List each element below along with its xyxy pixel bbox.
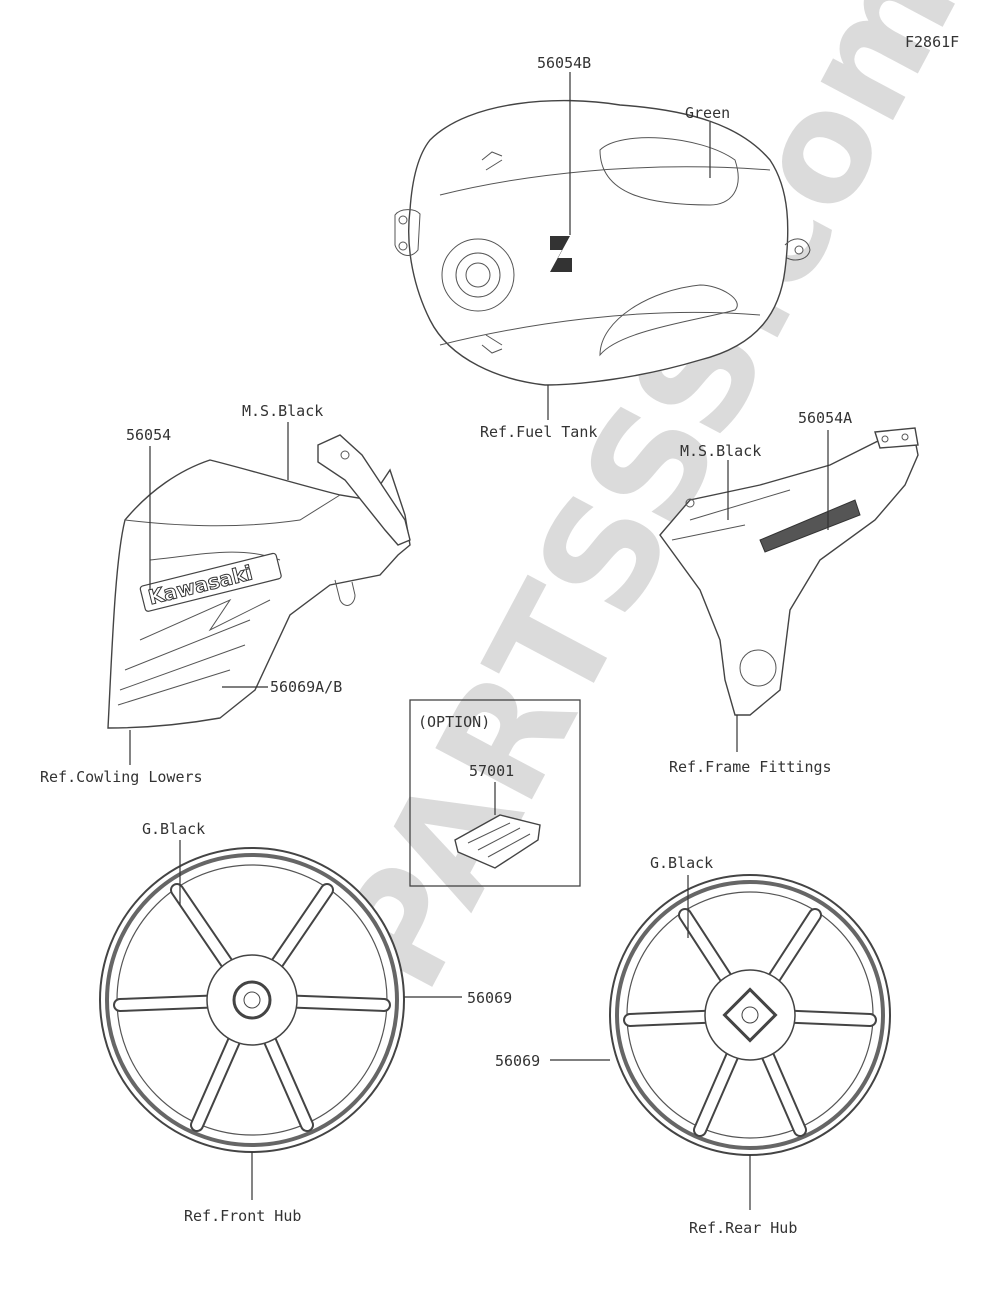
fuel-tank-ref: Ref.Fuel Tank	[480, 423, 597, 441]
cowling-ref: Ref.Cowling Lowers	[40, 768, 203, 786]
front-wheel-ref: Ref.Front Hub	[184, 1207, 301, 1225]
cowling: Kawasaki	[107, 434, 411, 729]
diagram-code: F2861F	[905, 33, 959, 51]
front-wheel-color: G.Black	[142, 820, 205, 838]
cowling-stripe-part-no: 56069A/B	[270, 678, 342, 696]
rear-wheel-ref: Ref.Rear Hub	[689, 1219, 797, 1237]
front-wheel	[99, 847, 405, 1153]
option-box: (OPTION) 57001	[409, 699, 581, 887]
rear-wheel-color: G.Black	[650, 854, 713, 872]
fuel-tank-part-no: 56054B	[537, 54, 591, 72]
fuel-tank	[394, 99, 811, 386]
option-part-no: 57001	[469, 762, 514, 780]
frame-cover-part-no: 56054A	[798, 409, 852, 427]
cowling-part-no: 56054	[126, 426, 171, 444]
fuel-tank-color: Green	[685, 104, 730, 122]
frame-cover	[659, 427, 919, 716]
rear-wheel-part-no: 56069	[495, 1052, 540, 1070]
cowling-color: M.S.Black	[242, 402, 323, 420]
front-wheel-part-no: 56069	[467, 989, 512, 1007]
z-emblem-icon	[550, 236, 572, 272]
frame-cover-color: M.S.Black	[680, 442, 761, 460]
rear-wheel	[609, 874, 891, 1156]
frame-cover-ref: Ref.Frame Fittings	[669, 758, 832, 776]
option-title: (OPTION)	[418, 713, 490, 731]
